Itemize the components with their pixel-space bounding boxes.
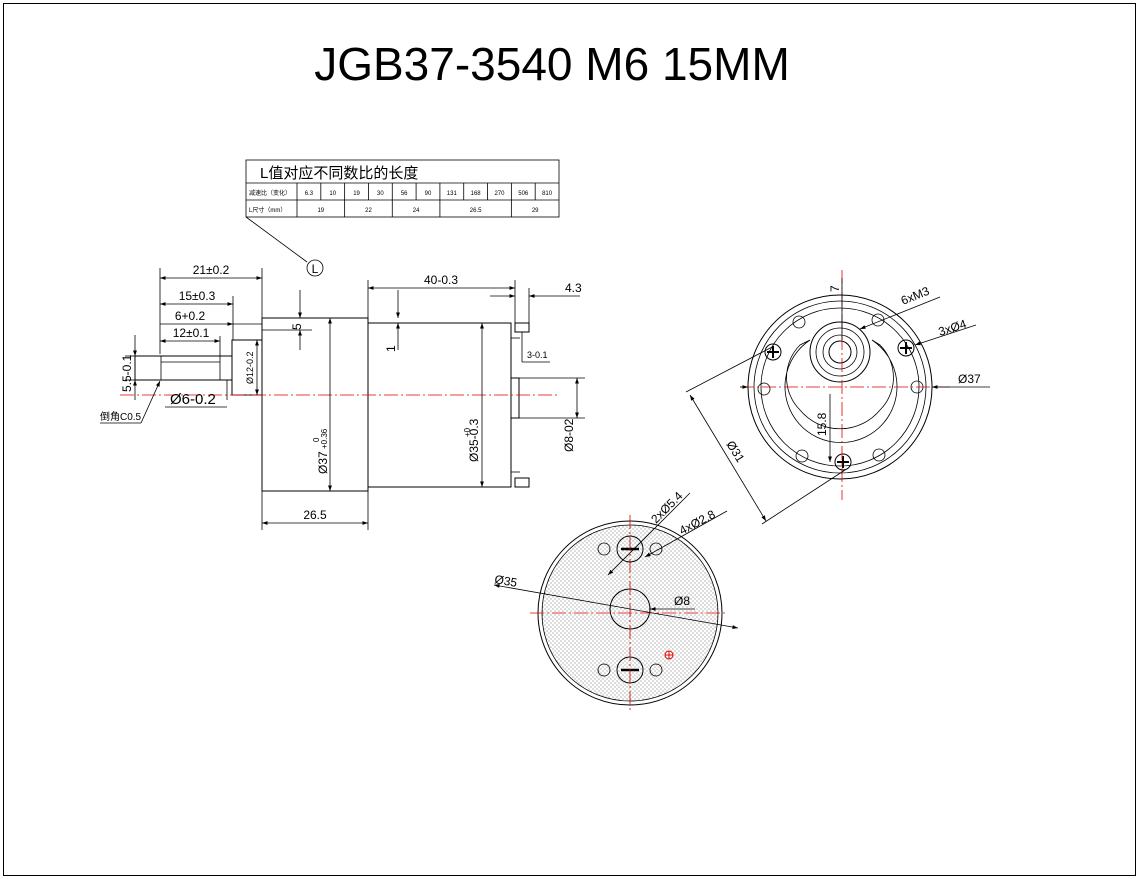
rear-view: 2xØ5.4 4xØ2.8 Ø35 Ø8 — [493, 489, 739, 712]
dim-15: 15±0.3 — [179, 289, 216, 303]
dim-37-tolerance: +0.36 — [320, 428, 329, 449]
dim-6xm3: 6xM3 — [899, 284, 932, 308]
dim-40: 40-0.3 — [424, 273, 458, 287]
drawing-title: JGB37-3540 M6 15MM — [314, 38, 790, 90]
ratio-cell: 131 — [447, 191, 458, 197]
ratio-cell: 270 — [494, 191, 505, 197]
face-shaft — [828, 340, 852, 364]
dim-26-5: 26.5 — [303, 508, 327, 522]
screw-bottom — [834, 453, 852, 471]
dim-1: 1 — [384, 345, 398, 352]
m3-hole — [872, 448, 886, 462]
dim-12: 12±0.1 — [173, 326, 210, 340]
dim-shaft-diameter: Ø6-0.2 — [170, 391, 216, 408]
ratio-cell: 10 — [329, 191, 336, 197]
dim-boss-diameter: Ø12-0.2 — [245, 351, 255, 384]
dim-35-back: Ø35 — [493, 572, 518, 590]
table-frame — [245, 159, 560, 218]
ratio-cell: 506 — [518, 191, 529, 197]
length-cell: 29 — [532, 208, 539, 214]
dim-3x4: 3xØ4 — [937, 317, 969, 339]
rear-hole — [649, 663, 663, 677]
table-heading: L值对应不同数比的长度 — [260, 164, 418, 182]
length-cell: 26.5 — [470, 208, 482, 214]
dim-4x2-8: 4xØ2.8 — [677, 507, 718, 538]
ratio-row-label: 减速比（变化） — [249, 189, 291, 197]
dim-3: 3-0.1 — [527, 350, 548, 360]
dim-4-3: 4.3 — [565, 281, 582, 295]
l-marker-label: L — [312, 262, 319, 276]
length-table: L值对应不同数比的长度 减速比（变化） L尺寸（mm） 6.3 10 19 30 56 9… — [245, 159, 560, 218]
ratio-cell: 30 — [377, 191, 384, 197]
rear-hole — [597, 663, 611, 677]
rear-boss — [510, 377, 520, 419]
dim-15-8: 15.8 — [815, 412, 829, 436]
length-cell: 19 — [317, 208, 324, 214]
m3-hole — [792, 315, 806, 329]
ratio-cell: 810 — [542, 191, 553, 197]
face-slot — [784, 339, 898, 444]
dim-37-main: Ø37 — [316, 451, 330, 474]
terminal-top — [514, 322, 530, 333]
front-face-view: 7 6xM3 3xØ4 Ø37 15.8 Ø31 — [685, 270, 990, 525]
dim-37-zero: 0 — [312, 437, 321, 442]
rear-hole — [597, 542, 611, 556]
dim-6: 6+0.2 — [175, 309, 206, 323]
screw-right — [897, 339, 915, 357]
terminal-bottom — [514, 477, 530, 488]
length-cells: 19 22 24 26.5 29 — [317, 200, 539, 217]
dim-8-back: Ø8 — [674, 594, 690, 608]
dim-2x5-4: 2xØ5.4 — [648, 489, 685, 526]
ratio-cell: 90 — [425, 191, 432, 197]
dim-7: 7 — [828, 285, 842, 292]
dim-5: 5 — [290, 323, 304, 330]
dim-37-face: Ø37 — [958, 372, 981, 386]
output-shaft — [134, 355, 233, 381]
sheet-border — [3, 3, 1136, 876]
ratio-cells: 6.3 10 19 30 56 90 131 168 270 506 810 — [305, 183, 553, 200]
rear-hole — [649, 542, 663, 556]
ratio-cell: 6.3 — [305, 191, 314, 197]
l-leader — [245, 216, 308, 263]
m3-hole — [757, 382, 771, 396]
ratio-cell: 168 — [471, 191, 482, 197]
dim-35-zero: +0 — [463, 427, 472, 437]
gearbox-body — [261, 317, 369, 492]
m3-hole — [871, 313, 885, 327]
length-cell: 22 — [365, 208, 372, 214]
ratio-cell: 19 — [353, 191, 360, 197]
side-view: 21±0.2 15±0.3 6+0.2 12±0.1 5.5-0.1 Ø6-0.… — [100, 263, 585, 530]
length-cell: 24 — [413, 208, 420, 214]
dim-35-main: Ø35-0.3 — [467, 418, 481, 462]
dim-5-5: 5.5-0.1 — [120, 354, 134, 392]
l-marker-circle — [306, 259, 324, 277]
face-boss-outer — [809, 321, 871, 383]
screw-left — [764, 343, 782, 361]
dim-8: Ø8-02 — [562, 418, 576, 452]
length-row-label: L尺寸（mm） — [249, 206, 286, 214]
ratio-cell: 56 — [401, 191, 408, 197]
m3-hole — [795, 449, 809, 463]
dim-21: 21±0.2 — [193, 263, 230, 277]
chamfer-callout: 倒角C0.5 — [100, 411, 142, 423]
dim-31: Ø31 — [723, 438, 747, 465]
